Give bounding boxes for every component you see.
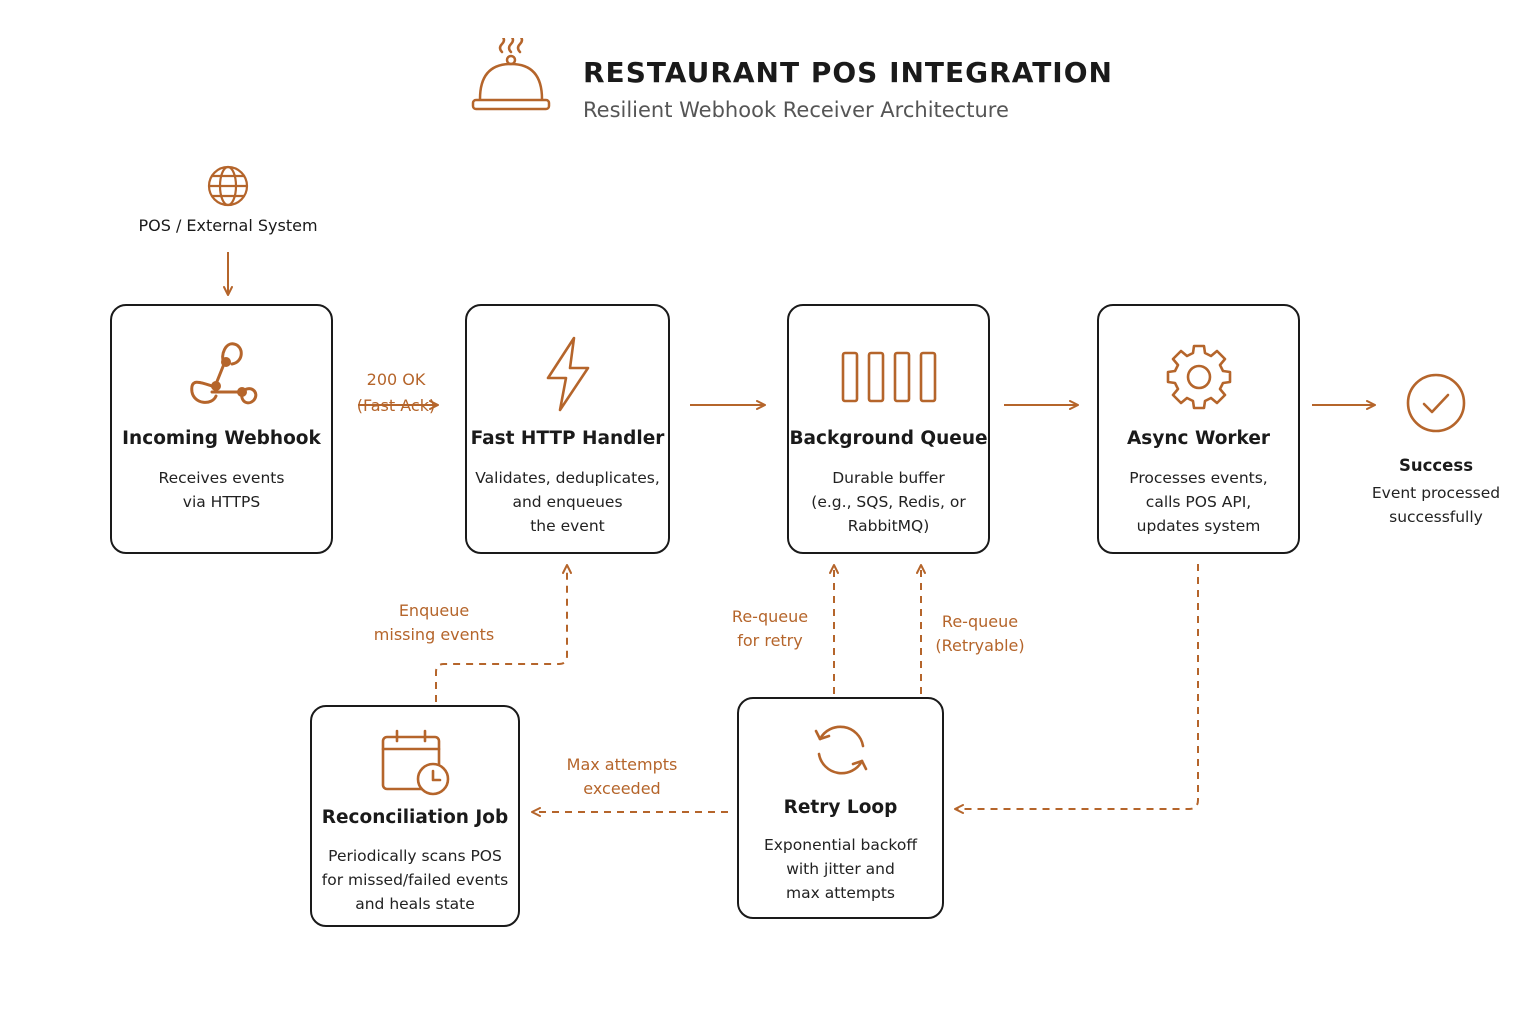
- webhook-icon: [189, 342, 257, 405]
- node-description: Durable buffer (e.g., SQS, Redis, or Rab…: [811, 469, 966, 535]
- edge-label-max-attempts: Max attempts exceeded: [566, 755, 678, 798]
- node-async-worker: Async Worker Processes events, calls POS…: [1097, 304, 1300, 554]
- node-title: Background Queue: [789, 428, 988, 449]
- node-background-queue: Background Queue Durable buffer (e.g., S…: [787, 304, 990, 554]
- success-state: Success Event processed successfully: [1360, 372, 1512, 529]
- node-reconciliation-job: Reconciliation Job Periodically scans PO…: [310, 705, 520, 927]
- globe-icon: [207, 165, 249, 207]
- node-description: Receives events via HTTPS: [158, 469, 285, 511]
- node-description: Processes events, calls POS API, updates…: [1129, 469, 1268, 535]
- arrow-worker-to-retry: [954, 564, 1199, 814]
- node-description: Validates, deduplicates, and enqueues th…: [475, 469, 660, 535]
- edge-label-enqueue-missing: Enqueue missing events: [373, 601, 495, 644]
- source-system: POS / External System: [118, 164, 338, 235]
- page-title: RESTAURANT POS INTEGRATION: [583, 56, 1113, 89]
- node-title: Fast HTTP Handler: [470, 428, 665, 449]
- cloche-icon: [471, 38, 551, 111]
- arrow-reconcile-to-handler: [435, 564, 572, 702]
- source-label: POS / External System: [138, 216, 318, 235]
- page-subtitle: Resilient Webhook Receiver Architecture: [583, 98, 1009, 122]
- edge-label-requeue-retryable: Re-queue (Retryable): [935, 612, 1025, 655]
- check-circle-icon: [1406, 373, 1466, 433]
- node-title: Async Worker: [1126, 428, 1271, 449]
- node-incoming-webhook: Incoming Webhook Receives events via HTT…: [110, 304, 333, 554]
- queue-icon: [841, 351, 936, 403]
- edge-label-requeue-retry: Re-queue for retry: [731, 607, 809, 650]
- success-title: Success: [1398, 456, 1474, 475]
- node-title: Retry Loop: [783, 797, 898, 818]
- gear-icon: [1166, 344, 1231, 410]
- success-description: Event processed successfully: [1371, 484, 1501, 526]
- node-fast-http-handler: Fast HTTP Handler Validates, deduplicate…: [465, 304, 670, 554]
- node-description: Exponential backoff with jitter and max …: [763, 836, 918, 902]
- calendar-clock-icon: [381, 729, 450, 796]
- refresh-icon: [814, 725, 867, 775]
- lightning-icon: [546, 336, 589, 412]
- edge-label-fast-ack: 200 OK (Fast Ack): [356, 370, 436, 415]
- node-title: Reconciliation Job: [321, 807, 509, 828]
- node-retry-loop: Retry Loop Exponential backoff with jitt…: [737, 697, 944, 919]
- node-title: Incoming Webhook: [122, 428, 321, 449]
- node-description: Periodically scans POS for missed/failed…: [321, 847, 509, 913]
